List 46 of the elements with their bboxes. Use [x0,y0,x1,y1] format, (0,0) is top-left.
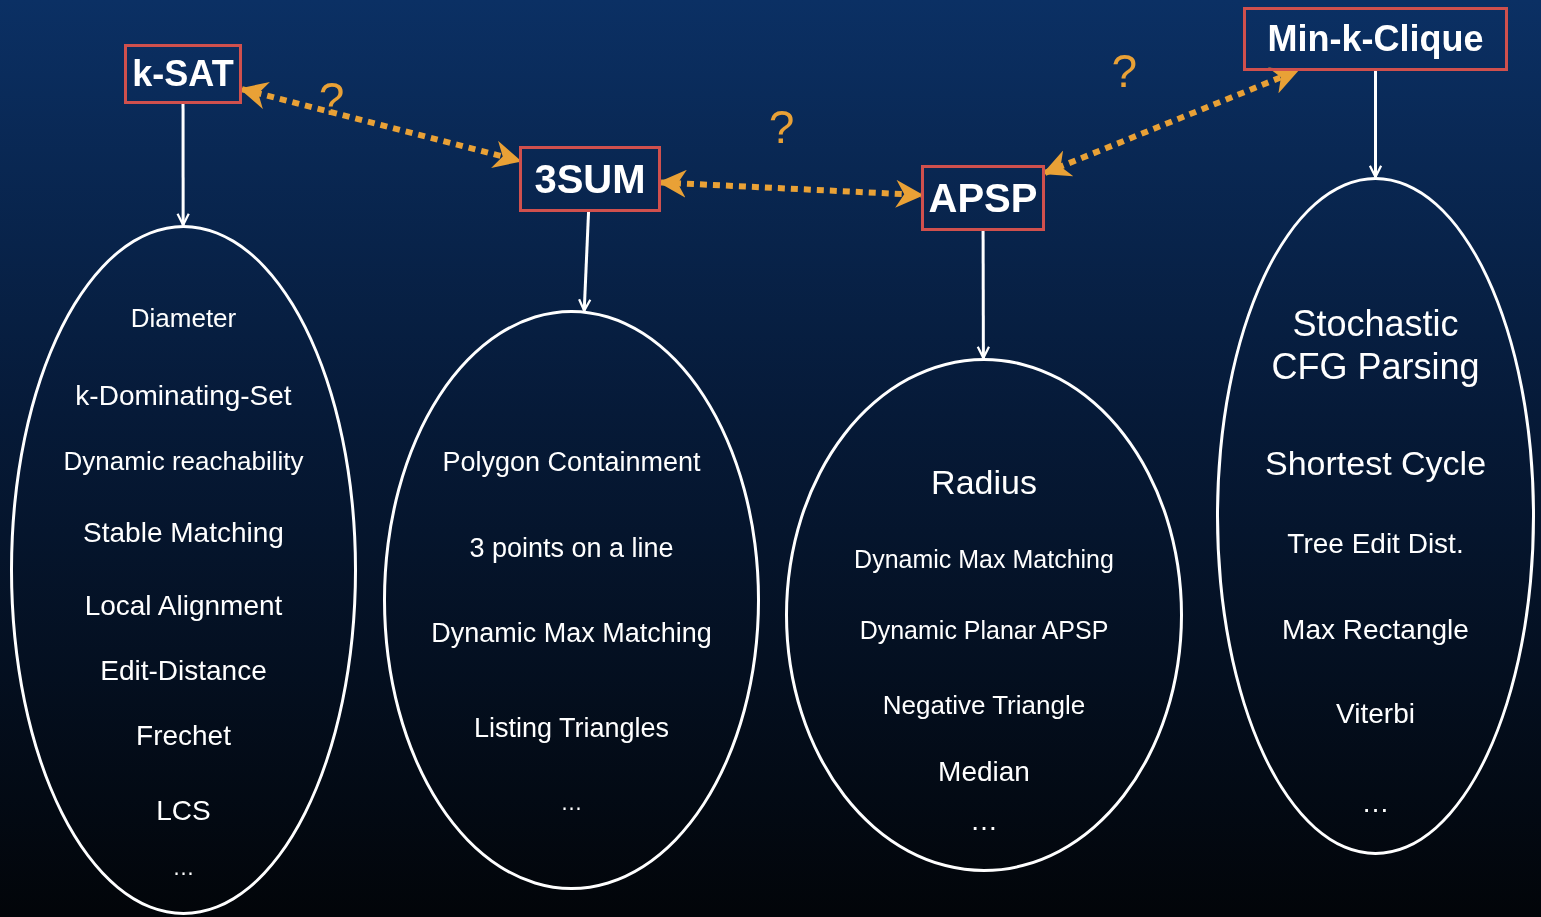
problem-name: Max Rectangle [1282,614,1469,646]
problem-name: Negative Triangle [882,690,1086,721]
box-title: k-SAT [132,53,234,95]
problem-name: Local Alignment [84,590,283,622]
problem-name: Shortest Cycle [1264,443,1487,482]
problem-name: Dynamic Max Matching [431,617,712,648]
box-title: 3SUM [534,156,646,202]
problem-name: Viterbi [1336,698,1415,730]
edge-label: ? [1111,43,1138,98]
arrow [578,211,592,312]
problem-name: Frechet [136,720,231,752]
problem-name: 3 points on a line [469,532,674,563]
ellipse [383,310,760,890]
problem-name: Stochastic CFG Parsing [1271,302,1480,387]
problem-name: k-Dominating-Set [75,380,292,412]
edge-label: ? [768,99,795,154]
arrow [176,104,190,227]
problem-name: … [560,789,583,815]
problem-name: Radius [931,462,1037,501]
problem-name: … [172,854,195,880]
arrow [976,231,991,360]
problem-name: Diameter [130,303,237,334]
ellipse [10,225,357,915]
problem-name: Listing Triangles [473,712,670,743]
problem-name: Stable Matching [83,517,284,549]
ellipse [785,358,1183,872]
arrow [1368,71,1383,179]
problem-name: Tree Edit Dist. [1287,528,1464,560]
problem-box [519,146,661,212]
problem-box [124,44,242,104]
problem-name: LCS [156,795,211,827]
problem-name: … [1361,787,1390,819]
box-title: APSP [928,175,1038,221]
problem-box [1243,7,1508,71]
double-arrow [239,81,522,168]
problem-name: Median [938,756,1030,788]
ellipse [1216,177,1535,855]
problem-name: Dynamic Planar APSP [859,616,1109,644]
double-arrow [658,169,924,208]
problem-name: Polygon Containment [442,446,701,477]
problem-name: … [970,805,998,837]
problem-name: Dynamic reachability [63,446,304,477]
problem-box [921,165,1045,231]
box-title: Min-k-Clique [1267,18,1484,60]
problem-name: Dynamic Max Matching [854,545,1114,573]
problem-name: Edit-Distance [100,655,267,687]
